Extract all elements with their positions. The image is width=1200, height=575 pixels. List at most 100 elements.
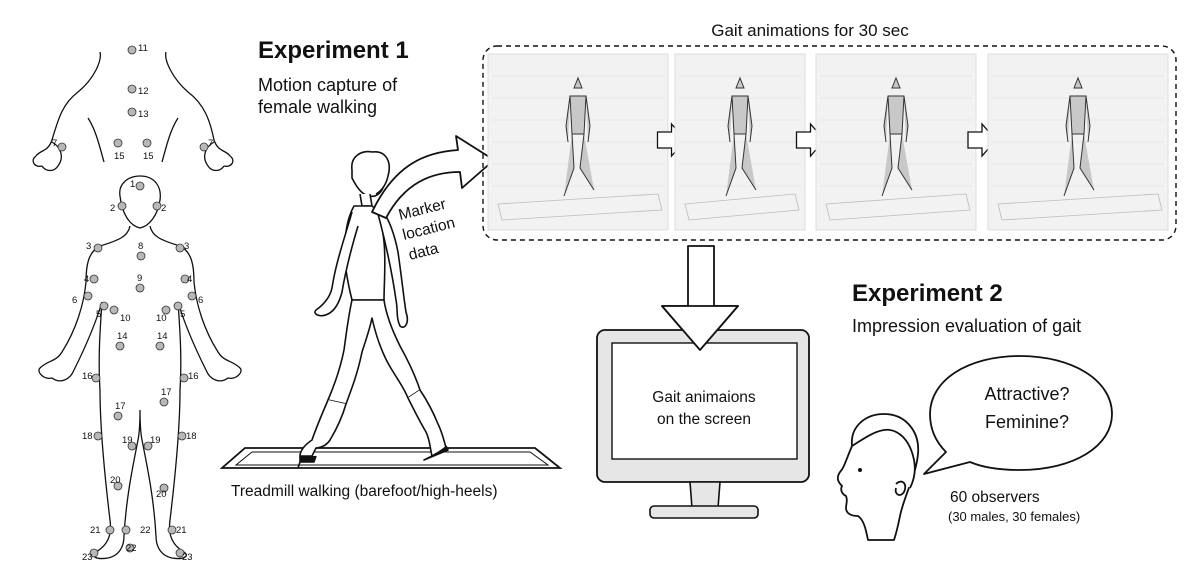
- marker-dot: [199, 142, 209, 152]
- marker-number: 5: [96, 309, 101, 320]
- marker-dot: [89, 274, 99, 284]
- marker-number: 7: [52, 138, 57, 149]
- marker-number: 13: [138, 109, 149, 120]
- marker-number: 10: [120, 313, 131, 324]
- marker-dot: [109, 305, 119, 315]
- marker-dot: [91, 373, 101, 383]
- screen-text-line1: Gait animaions: [652, 389, 756, 406]
- marker-dot: [175, 243, 185, 253]
- treadmill-illustration: [219, 447, 563, 469]
- animation-panel-frame: [482, 45, 1177, 241]
- marker-dot: [180, 274, 190, 284]
- marker-number: 4: [84, 274, 89, 285]
- marker-dot: [167, 525, 177, 535]
- gait-stick-figure: [881, 76, 913, 197]
- ground-plane: [997, 193, 1163, 221]
- marker-dot: [161, 305, 171, 315]
- walking-woman-illustration: [297, 150, 449, 469]
- experiment1-subtitle-line2: female walking: [258, 97, 377, 117]
- marker-number: 2: [161, 203, 166, 214]
- marker-dot: [142, 138, 152, 148]
- experiment2-subtitle: Impression evaluation of gait: [852, 316, 1081, 336]
- gait-stick-figure: [563, 76, 595, 197]
- marker-number: 17: [161, 387, 172, 398]
- animation-thumbnails: [487, 53, 1169, 231]
- marker-number: 8: [138, 241, 143, 252]
- observer-count-label: 60 observers: [950, 489, 1040, 506]
- observer-head-illustration: [836, 413, 919, 541]
- marker-number: 16: [188, 371, 199, 382]
- marker-number: 21: [90, 525, 101, 536]
- full-body-marker-diagram: [38, 175, 242, 560]
- marker-number: 19: [122, 435, 133, 446]
- marker-dot: [127, 441, 137, 451]
- marker-dot: [152, 201, 162, 211]
- marker-number: 5: [180, 309, 185, 320]
- marker-dot: [127, 107, 137, 117]
- marker-dot: [127, 84, 137, 94]
- marker-dot: [187, 291, 197, 301]
- marker-dot: [121, 525, 131, 535]
- experiment1-title: Experiment 1: [258, 37, 409, 64]
- marker-dot: [136, 251, 146, 261]
- marker-number: 15: [143, 151, 154, 162]
- marker-number: 7: [208, 138, 213, 149]
- marker-number: 22: [126, 543, 137, 554]
- marker-dot: [155, 341, 165, 351]
- marker-number: 12: [138, 86, 149, 97]
- marker-number: 11: [138, 43, 148, 54]
- marker-number: 1: [130, 179, 135, 190]
- marker-dot: [135, 283, 145, 293]
- marker-dot: [159, 483, 169, 493]
- marker-dot: [125, 543, 135, 553]
- marker-dot: [93, 243, 103, 253]
- ground-plane: [684, 193, 800, 221]
- marker-number: 16: [82, 371, 93, 382]
- marker-dot: [179, 373, 189, 383]
- marker-dot: [159, 397, 169, 407]
- marker-dot: [113, 411, 123, 421]
- marker-number: 23: [182, 552, 193, 563]
- marker-number: 21: [176, 525, 187, 536]
- marker-dot: [105, 525, 115, 535]
- marker-number: 15: [114, 151, 125, 162]
- observer-detail-label: (30 males, 30 females): [948, 509, 1080, 524]
- marker-dot: [99, 301, 109, 311]
- marker-number: 20: [156, 489, 167, 500]
- marker-number: 22: [140, 525, 151, 536]
- experiment1-subtitle-line1: Motion capture of: [258, 75, 398, 95]
- marker-dot: [113, 138, 123, 148]
- marker-dot: [135, 181, 145, 191]
- speech-bubble: [923, 355, 1113, 475]
- down-arrow-tip: [661, 305, 739, 351]
- marker-number: 2: [110, 203, 115, 214]
- marker-number: 9: [137, 273, 142, 284]
- marker-number: 3: [86, 241, 91, 252]
- marker-number: 14: [117, 331, 128, 342]
- ground-plane: [497, 193, 663, 221]
- experiment2-title: Experiment 2: [852, 280, 1003, 307]
- gait-stick-figure: [1063, 76, 1095, 197]
- marker-dot: [117, 201, 127, 211]
- marker-number: 18: [82, 431, 93, 442]
- gait-stick-figure: [725, 76, 757, 197]
- speech-text-line2: Feminine?: [985, 412, 1069, 432]
- treadmill-label: Treadmill walking (barefoot/high-heels): [231, 483, 498, 500]
- animations-label: Gait animations for 30 sec: [711, 21, 909, 40]
- marker-label-line3: data: [407, 240, 441, 264]
- marker-number: 10: [156, 313, 167, 324]
- marker-number: 19: [150, 435, 161, 446]
- screen-text-line2: on the screen: [657, 411, 751, 428]
- speech-text-line1: Attractive?: [984, 384, 1069, 404]
- marker-dot: [175, 548, 185, 558]
- marker-number: 3: [184, 241, 189, 252]
- marker-dot: [57, 142, 67, 152]
- marker-points: [57, 45, 209, 558]
- marker-number: 20: [110, 475, 121, 486]
- marker-number: 17: [115, 401, 126, 412]
- marker-number: 14: [157, 331, 168, 342]
- ground-plane: [825, 193, 971, 221]
- upper-back-marker-diagram: [32, 51, 234, 172]
